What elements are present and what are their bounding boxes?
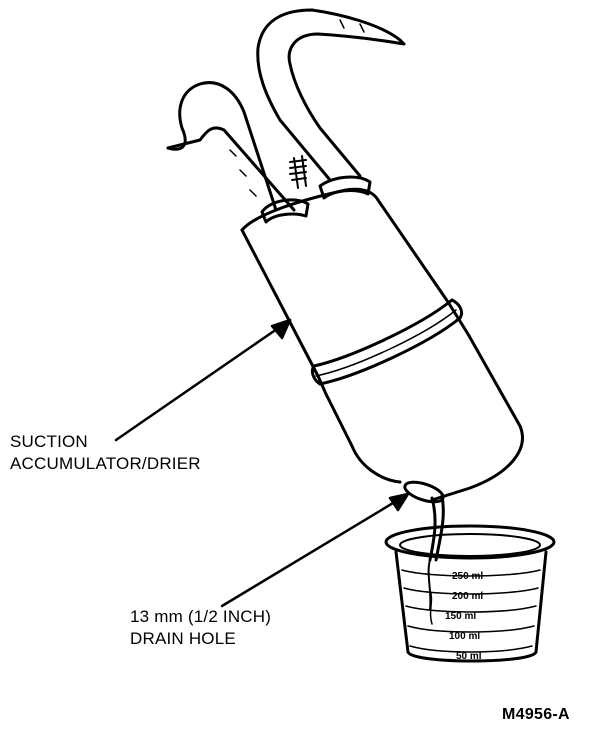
accumulator-callout: SUCTION ACCUMULATOR/DRIER bbox=[10, 431, 201, 475]
cup-graduation-100: 100 ml bbox=[449, 631, 480, 642]
accumulator-label-line2: ACCUMULATOR/DRIER bbox=[10, 454, 201, 473]
accumulator-body bbox=[240, 187, 524, 502]
figure-id: M4956-A bbox=[502, 706, 570, 723]
accumulator-arrow bbox=[114, 318, 292, 442]
right-suction-hose bbox=[256, 8, 406, 182]
callout-arrows bbox=[114, 318, 410, 608]
cup-graduation-50: 50 ml bbox=[456, 651, 482, 662]
drain-arrow bbox=[220, 492, 410, 608]
cup-graduation-200: 200 ml bbox=[452, 591, 483, 602]
measuring-cup bbox=[384, 524, 556, 663]
cup-graduation-150: 150 ml bbox=[445, 611, 476, 622]
drain-label-line1: 13 mm (1/2 INCH) bbox=[130, 607, 272, 626]
drain-hole-callout: 13 mm (1/2 INCH) DRAIN HOLE bbox=[130, 606, 271, 650]
left-suction-hose bbox=[166, 81, 296, 212]
drain-label-line2: DRAIN HOLE bbox=[130, 629, 236, 648]
cup-graduation-250: 250 ml bbox=[452, 571, 483, 582]
accumulator-label-line1: SUCTION bbox=[10, 432, 88, 451]
